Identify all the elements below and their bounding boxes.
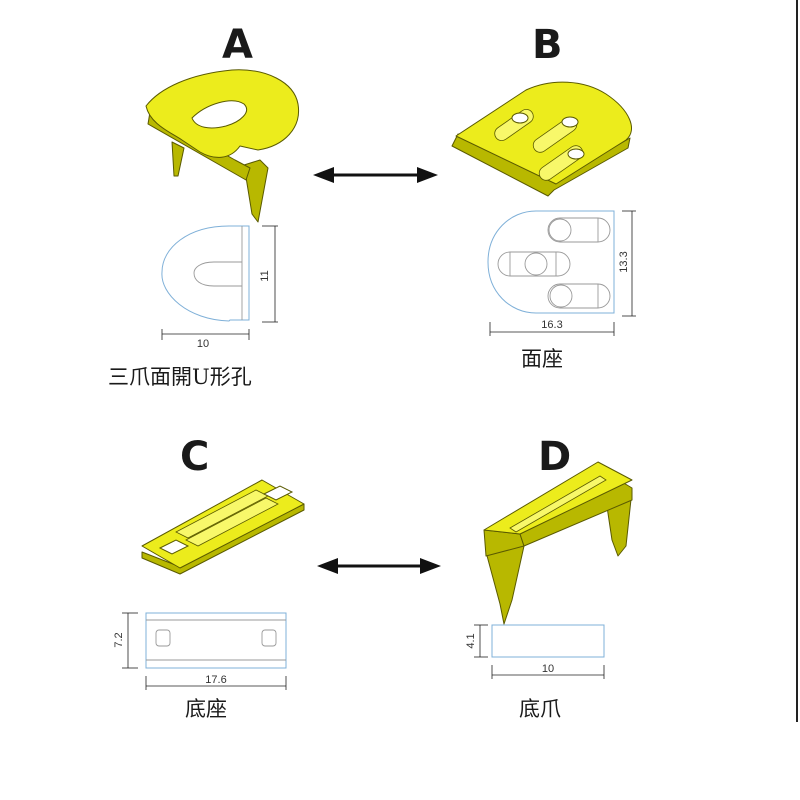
panel-a-dim-height: 11	[259, 270, 271, 281]
panel-c-hole-right	[262, 485, 294, 501]
panel-a-letter: A	[222, 22, 253, 68]
panel-b-3d-part	[451, 81, 632, 197]
panel-d-letter: D	[538, 434, 571, 480]
panel-b-slot-top	[547, 217, 611, 243]
panel-c-3d-part	[141, 479, 305, 575]
panel-a-drawing: 10 11	[161, 225, 278, 350]
panel-d-top-rib	[509, 475, 607, 533]
panel-c-square-left	[155, 629, 171, 647]
panel-c-dim-width: 17.6	[205, 674, 226, 686]
panel-b-hole-1	[511, 112, 529, 124]
arrow-a-b	[313, 167, 438, 183]
panel-b-slot-bottom-circle	[549, 284, 573, 308]
arrow-a-b-head-left	[313, 167, 334, 183]
panel-a-dim-width: 10	[197, 338, 209, 350]
panel-a-outline	[161, 225, 250, 322]
arrow-c-d-head-left	[317, 558, 338, 574]
panel-c-drawing: 17.6 7.2	[113, 612, 287, 690]
panel-b-plate	[455, 81, 632, 185]
panel-b-dim-width: 16.3	[541, 319, 562, 331]
panel-a-right-claw	[243, 159, 269, 223]
panel-a-3d-part	[145, 69, 300, 223]
arrow-a-b-head-right	[417, 167, 438, 183]
panel-c-outline	[145, 612, 287, 669]
panel-b-slot-mid	[497, 251, 571, 277]
panel-c-rail-2	[185, 497, 279, 547]
panel-b-dim-height: 13.3	[618, 251, 630, 272]
panel-b-caption: 面座	[521, 347, 563, 371]
arrow-c-d-head-right	[420, 558, 441, 574]
panel-c-letter: C	[180, 434, 209, 480]
panel-b-hole-3	[567, 148, 585, 160]
panel-a-u-slot	[191, 100, 248, 129]
panel-d-dim-height: 4.1	[465, 633, 477, 648]
panel-b-letter: B	[532, 22, 563, 68]
panel-c-dim-height: 7.2	[113, 632, 125, 647]
panel-b-slot-bottom	[547, 283, 611, 309]
panel-a-inner-u	[193, 261, 242, 287]
panel-b-slot-mid-circle	[524, 252, 548, 276]
panel-d-outline	[491, 624, 605, 658]
panel-a-caption: 三爪面開U形孔	[108, 365, 252, 389]
panel-d-caption: 底爪	[519, 697, 561, 721]
panel-b-drawing: 16.3 13.3	[487, 210, 636, 336]
panel-d-3d-part	[483, 461, 633, 625]
panel-b-slot-top-circle	[548, 218, 572, 242]
panel-b-hole-2	[561, 116, 579, 128]
panel-d-drawing: 10 4.1	[465, 624, 605, 679]
panel-c-caption: 底座	[185, 697, 227, 721]
arrow-c-d	[317, 558, 441, 574]
panel-a-left-claw	[171, 141, 185, 177]
panel-c-square-right	[261, 629, 277, 647]
panel-d-dim-width: 10	[542, 663, 554, 675]
panel-c-hole-left	[158, 539, 190, 555]
panel-b-outline	[487, 210, 615, 314]
